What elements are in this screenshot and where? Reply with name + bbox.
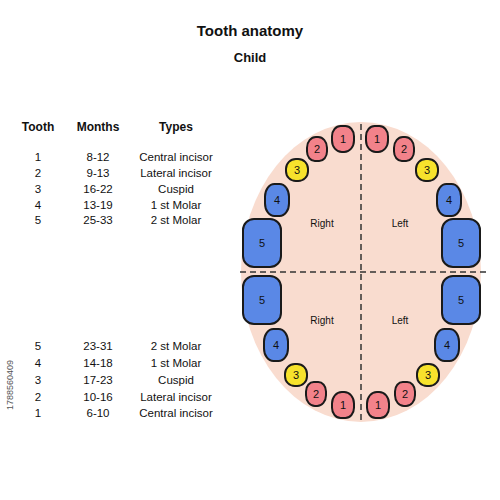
tooth-shape: 3: [415, 158, 439, 182]
divider-line: [360, 124, 362, 422]
tooth-number: 2: [402, 389, 408, 400]
tooth-number: 4: [273, 340, 279, 351]
tooth-number: 1: [35, 151, 41, 164]
eruption-months: 23-31: [83, 340, 112, 353]
tooth-number: 5: [35, 214, 41, 227]
tooth-number: 4: [274, 195, 280, 206]
tooth-number: 2: [35, 167, 41, 180]
tooth-number: 4: [35, 357, 41, 370]
tooth-number: 2: [401, 144, 407, 155]
tooth-number: 3: [294, 165, 300, 176]
tooth-type: 2 st Molar: [151, 340, 202, 353]
tooth-number: 3: [35, 374, 41, 387]
tooth-number: 1: [340, 400, 346, 411]
tooth-number: 1: [375, 400, 381, 411]
tooth-number: 3: [35, 183, 41, 196]
tooth-number: 1: [374, 134, 380, 145]
tooth-number: 5: [35, 340, 41, 353]
tooth-shape: 3: [284, 363, 308, 387]
tooth-shape: 1: [365, 125, 389, 153]
tooth-shape: 2: [306, 136, 328, 162]
eruption-months: 6-10: [86, 407, 109, 420]
tooth-type: Central incisor: [139, 151, 213, 164]
tooth-shape: 2: [394, 381, 416, 407]
tooth-type: Central incisor: [139, 407, 213, 420]
quadrant-label: Right: [310, 218, 333, 230]
tooth-shape: 2: [305, 381, 327, 407]
eruption-months: 17-23: [83, 374, 112, 387]
tooth-shape: 5: [441, 275, 481, 325]
tooth-shape: 1: [366, 391, 390, 419]
tooth-number: 1: [35, 407, 41, 420]
divider-line: [240, 271, 490, 273]
tooth-shape: 5: [242, 275, 282, 325]
column-header: Months: [77, 121, 120, 135]
tooth-type: Lateral incisor: [140, 391, 212, 404]
quadrant-label: Right: [310, 315, 333, 327]
tooth-shape: 4: [436, 183, 462, 217]
tooth-shape: 3: [416, 363, 440, 387]
tooth-type: 1 st Molar: [151, 357, 202, 370]
tooth-type: 1 st Molar: [151, 199, 202, 212]
quadrant-label: Left: [392, 315, 409, 327]
tooth-number: 5: [458, 295, 464, 306]
column-header: Types: [159, 121, 193, 135]
eruption-months: 8-12: [86, 151, 109, 164]
tooth-shape: 1: [331, 125, 355, 153]
eruption-months: 10-16: [83, 391, 112, 404]
tooth-number: 3: [293, 370, 299, 381]
quadrant-label: Left: [392, 218, 409, 230]
eruption-months: 16-22: [83, 183, 112, 196]
subtitle: Child: [234, 51, 267, 66]
tooth-shape: 5: [242, 218, 282, 268]
tooth-number: 1: [340, 134, 346, 145]
tooth-shape: 3: [285, 158, 309, 182]
tooth-number: 5: [458, 238, 464, 249]
tooth-shape: 2: [393, 136, 415, 162]
tooth-shape: 4: [434, 328, 460, 362]
tooth-type: 2 st Molar: [151, 214, 202, 227]
tooth-shape: 4: [264, 183, 290, 217]
tooth-type: Cuspid: [158, 183, 194, 196]
tooth-number: 4: [35, 199, 41, 212]
tooth-number: 5: [259, 238, 265, 249]
tooth-number: 2: [35, 391, 41, 404]
tooth-type: Cuspid: [158, 374, 194, 387]
eruption-months: 9-13: [86, 167, 109, 180]
tooth-number: 2: [313, 389, 319, 400]
tooth-number: 4: [444, 340, 450, 351]
eruption-months: 14-18: [83, 357, 112, 370]
tooth-number: 2: [314, 144, 320, 155]
eruption-months: 25-33: [83, 214, 112, 227]
tooth-number: 5: [259, 295, 265, 306]
eruption-months: 13-19: [83, 199, 112, 212]
tooth-number: 4: [446, 195, 452, 206]
tooth-type: Lateral incisor: [140, 167, 212, 180]
column-header: Tooth: [22, 121, 54, 135]
tooth-shape: 1: [331, 391, 355, 419]
tooth-shape: 4: [263, 328, 289, 362]
tooth-number: 3: [424, 165, 430, 176]
tooth-number: 3: [425, 370, 431, 381]
tooth-shape: 5: [441, 218, 481, 268]
title: Tooth anatomy: [197, 22, 303, 39]
watermark: 1788560409: [5, 360, 15, 410]
